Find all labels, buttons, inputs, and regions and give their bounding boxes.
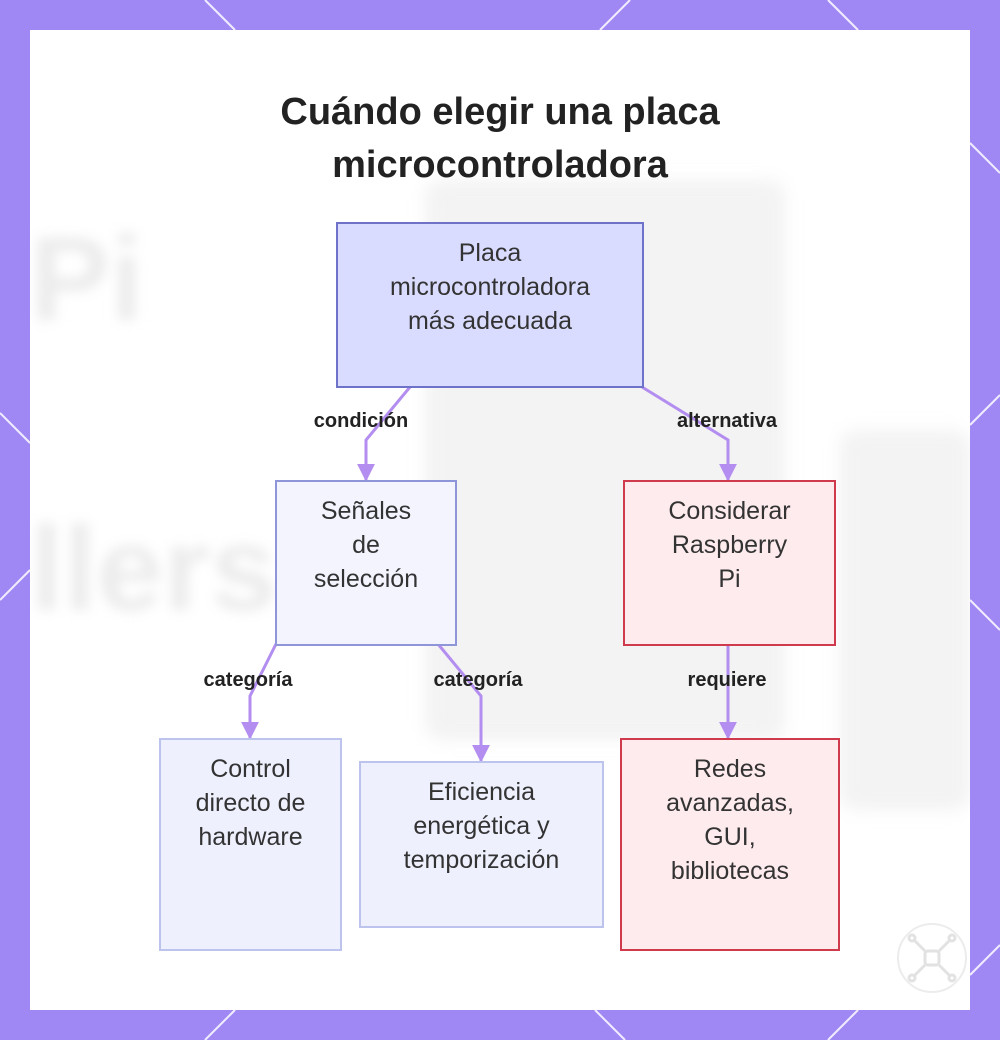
node-efficiency-line-1: Eficiencia xyxy=(427,778,535,806)
node-root-line-3: más adecuada xyxy=(407,307,572,335)
node-efficiency-line-3: temporización xyxy=(403,846,560,874)
node-hardware-line-2: directo de xyxy=(195,789,306,817)
node-hardware-line-3: hardware xyxy=(198,823,303,851)
node-raspberry: Considerar Raspberry Pi xyxy=(623,480,836,646)
edge-signals-hardware xyxy=(241,643,278,740)
edge-label-categoria-efficiency: categoría xyxy=(433,669,523,691)
title-line-1: Cuándo elegir una placa xyxy=(280,91,720,133)
node-root: Placa microcontroladora más adecuada xyxy=(336,222,644,388)
diagram-title: Cuándo elegir una placa microcontrolador… xyxy=(30,86,970,192)
node-hardware-line-1: Control xyxy=(210,755,291,783)
background-text-llers: llers xyxy=(30,502,277,636)
node-raspberry-line-2: Raspberry xyxy=(671,531,788,559)
node-networks-line-2: avanzadas, xyxy=(666,789,794,817)
node-efficiency: Eficiencia energética y temporización xyxy=(359,761,604,928)
node-networks-line-4: bibliotecas xyxy=(670,857,790,885)
node-root-line-1: Placa xyxy=(458,239,522,267)
background-image-right xyxy=(840,430,970,810)
node-raspberry-line-1: Considerar xyxy=(668,497,791,525)
edge-root-raspberry xyxy=(641,385,737,482)
node-signals-line-1: Señales xyxy=(320,497,412,525)
node-signals: Señales de selección xyxy=(275,480,457,646)
edge-label-categoria-hardware: categoría xyxy=(203,669,293,691)
edge-signals-efficiency xyxy=(436,643,490,763)
edge-root-signals xyxy=(357,386,412,482)
node-raspberry-line-3: Pi xyxy=(718,565,741,593)
background-text-pi: Pi xyxy=(30,212,144,346)
node-signals-line-2: de xyxy=(352,531,380,559)
node-root-line-2: microcontroladora xyxy=(389,273,591,301)
diagram-card: Pi llers Cuándo elegir una placa microco… xyxy=(30,30,970,1010)
connector-lines xyxy=(241,385,737,763)
node-networks: Redes avanzadas, GUI, bibliotecas xyxy=(620,738,840,951)
edge-label-alternativa: alternativa xyxy=(676,410,778,432)
edge-label-condicion: condición xyxy=(313,410,409,432)
node-hardware: Control directo de hardware xyxy=(159,738,342,951)
title-line-2: microcontroladora xyxy=(332,144,668,186)
node-networks-line-3: GUI, xyxy=(704,823,756,851)
brand-logo-icon xyxy=(897,923,967,993)
edge-label-requiere: requiere xyxy=(687,669,767,691)
node-signals-line-3: selección xyxy=(313,565,419,593)
node-networks-line-1: Redes xyxy=(693,755,767,783)
node-efficiency-line-2: energética y xyxy=(413,812,550,840)
